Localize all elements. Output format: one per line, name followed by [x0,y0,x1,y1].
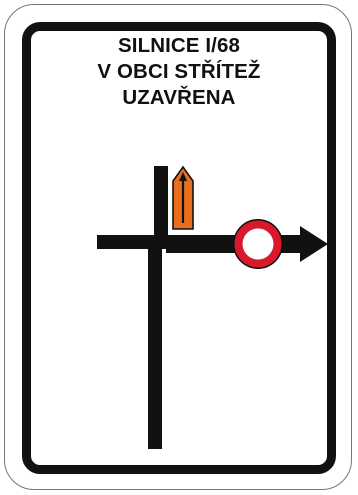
no-vehicles-sign-icon [233,219,283,269]
vertical-road [148,237,162,449]
sign-text-line-3: UZAVŘENA [122,86,236,109]
sign-text-line-2: V OBCI STŘÍTEŽ [97,60,261,83]
orange-arrow-up-icon [172,165,194,230]
sign-text-line-1: SILNICE I/68 [118,34,240,57]
closed-road-upper-stub [154,166,168,240]
arrow-right-icon [97,226,328,262]
sign-closure-notice: SILNICE I/68 V OBCI STŘÍTEŽ UZAVŘENA [22,33,336,111]
